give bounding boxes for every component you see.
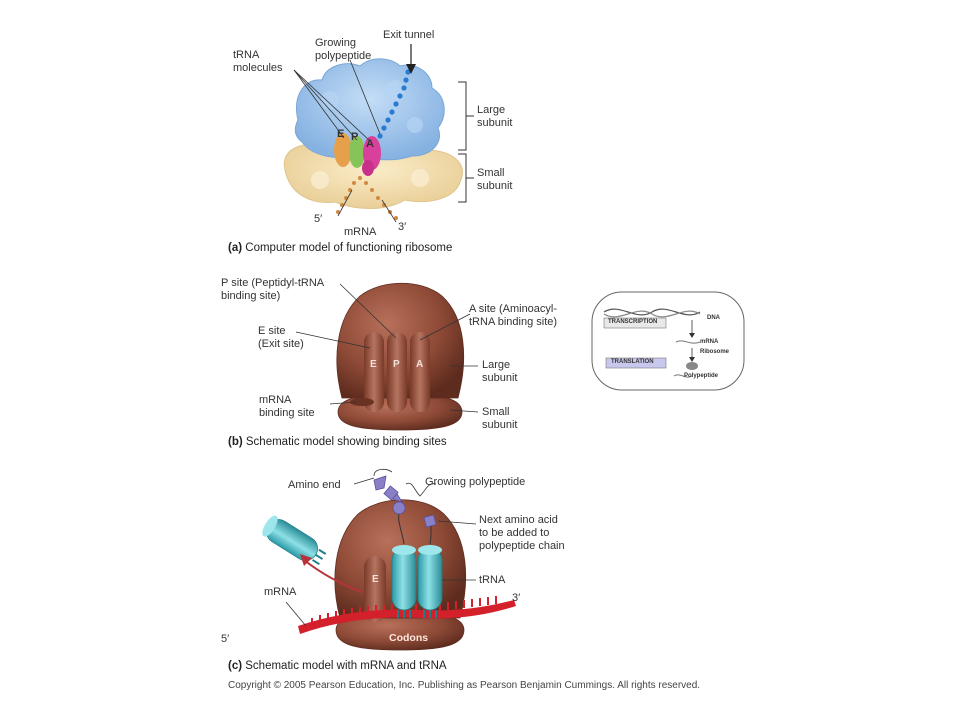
inset-polypeptide-label: Polypeptide bbox=[684, 373, 719, 379]
e-site-slot bbox=[364, 332, 384, 412]
inset-translation-label: TRANSLATION bbox=[611, 359, 654, 365]
copyright-notice: Copyright © 2005 Pearson Education, Inc.… bbox=[228, 680, 701, 691]
three-prime-label-a: 3′ bbox=[398, 221, 407, 233]
amino-acid bbox=[373, 475, 387, 491]
panel-b-leader-lines bbox=[295, 283, 479, 413]
small-subunit-label-a: Small subunit bbox=[477, 167, 513, 192]
growing-polypeptide-label-c: Growing polypeptide bbox=[425, 476, 526, 488]
translation-box bbox=[605, 357, 667, 369]
growing-polypeptide-chain bbox=[373, 475, 437, 545]
ribosome-schematic-c bbox=[262, 468, 516, 651]
p-site-slot bbox=[387, 332, 407, 412]
trna-e-model bbox=[334, 133, 352, 167]
exit-tunnel-arrow bbox=[406, 44, 416, 74]
a-site-slot bbox=[410, 332, 430, 412]
caption-b: (b) Schematic model showing binding site… bbox=[228, 436, 447, 448]
a-site-label: A site (Aminoacyl- tRNA binding site) bbox=[469, 303, 558, 328]
mrna-beads-model bbox=[336, 176, 398, 220]
site-a-label-a: A bbox=[366, 138, 374, 150]
three-prime-label-c: 3′ bbox=[512, 592, 521, 604]
amino-acid bbox=[383, 485, 399, 501]
mrna-binding-groove bbox=[350, 398, 374, 406]
trna-p-c bbox=[391, 545, 417, 618]
caption-a: (a) Computer model of functioning riboso… bbox=[228, 242, 452, 254]
exit-tunnel-label: Exit tunnel bbox=[383, 29, 435, 41]
growing-polypeptide-label: Growing polypeptide bbox=[315, 37, 372, 62]
panel-a-leader-lines bbox=[293, 59, 397, 223]
site-p-label-b: P bbox=[393, 359, 400, 370]
large-subunit-label-a: Large subunit bbox=[477, 104, 513, 129]
site-e-label-c: E bbox=[372, 574, 379, 585]
ribosome-computer-model bbox=[283, 44, 474, 223]
caption-a-text: Computer model of functioning ribosome bbox=[245, 242, 453, 254]
inset-ribosome-label: Ribosome bbox=[700, 349, 730, 355]
p-site-label: P site (Peptidyl-tRNA binding site) bbox=[221, 277, 325, 302]
codons-label: Codons bbox=[389, 632, 429, 644]
large-subunit-label-b: Large subunit bbox=[482, 359, 518, 384]
caption-a-letter: (a) bbox=[228, 242, 243, 254]
polypeptide-beads bbox=[377, 69, 411, 139]
e-site-slot-c bbox=[364, 556, 386, 622]
next-amino-acid bbox=[423, 514, 437, 528]
inset-mrna-label: mRNA bbox=[700, 339, 719, 345]
trna-a-c bbox=[417, 545, 443, 618]
trna-label-c: tRNA bbox=[479, 574, 506, 586]
trna-p-model bbox=[349, 136, 365, 168]
site-p-label-a: P bbox=[351, 131, 359, 143]
released-trna bbox=[262, 515, 327, 566]
mrna-strand bbox=[298, 600, 516, 634]
caption-b-letter: (b) bbox=[228, 436, 243, 448]
mrna-label-a: mRNA bbox=[344, 226, 377, 238]
trna-molecules-label: tRNA molecules bbox=[233, 49, 283, 74]
caption-c-letter: (c) bbox=[228, 660, 243, 672]
inset-transcription-label: TRANSCRIPTION bbox=[608, 319, 658, 325]
caption-c: (c) Schematic model with mRNA and tRNA bbox=[228, 660, 447, 672]
small-subunit-label-b: Small subunit bbox=[482, 406, 518, 431]
mrna-label-c: mRNA bbox=[264, 586, 297, 598]
site-a-label-b: A bbox=[416, 359, 424, 370]
central-dogma-inset bbox=[591, 291, 745, 391]
caption-c-text: Schematic model with mRNA and tRNA bbox=[245, 660, 447, 672]
transcription-box bbox=[603, 317, 667, 329]
caption-b-text: Schematic model showing binding sites bbox=[245, 436, 447, 448]
amino-end-label: Amino end bbox=[288, 479, 341, 491]
next-amino-acid-label: Next amino acid to be added to polypepti… bbox=[479, 514, 565, 552]
panel-c-leader-lines bbox=[285, 468, 477, 627]
exit-arrow bbox=[303, 559, 363, 593]
five-prime-label-c: 5′ bbox=[221, 633, 230, 645]
inset-dna-label: DNA bbox=[707, 315, 720, 321]
amino-acid bbox=[392, 501, 406, 515]
large-subunit-bracket bbox=[458, 81, 467, 151]
mrna-binding-site-label: mRNA binding site bbox=[259, 394, 315, 419]
site-e-label-b: E bbox=[370, 359, 377, 370]
site-e-label-a: E bbox=[337, 128, 345, 140]
ribosome-schematic-b bbox=[295, 282, 479, 431]
five-prime-label-a: 5′ bbox=[314, 213, 323, 225]
e-site-label: E site (Exit site) bbox=[258, 325, 304, 350]
